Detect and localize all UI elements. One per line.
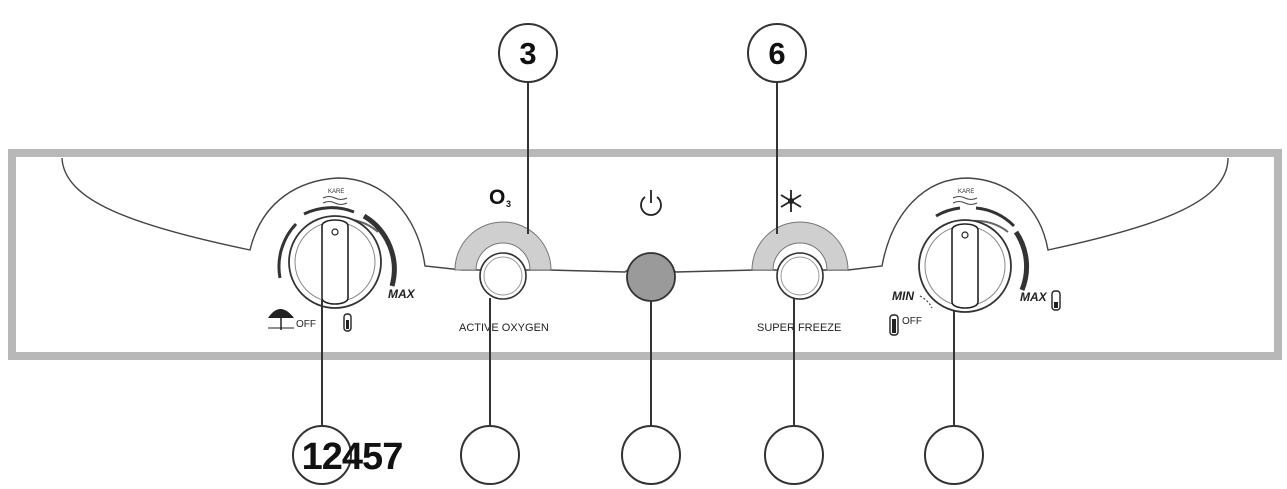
callout-number-12457: 12457 bbox=[302, 436, 403, 478]
right-knob-top-mark: KARE bbox=[958, 189, 974, 195]
power-icon bbox=[640, 190, 662, 216]
left-temperature-knob[interactable] bbox=[277, 206, 397, 309]
callout-circle-2 bbox=[460, 425, 520, 485]
active-oxygen-label: ACTIVE OXYGEN bbox=[459, 322, 549, 334]
min-dotted-mark bbox=[919, 295, 933, 309]
super-freeze-label: SUPER FREEZE bbox=[757, 322, 841, 334]
left-knob-off-label: OFF bbox=[296, 319, 316, 330]
callout-circle-1 bbox=[292, 425, 352, 485]
leader-lines bbox=[321, 82, 955, 428]
callout-circle-6 bbox=[747, 23, 807, 83]
right-knob-off-label: OFF bbox=[902, 316, 922, 327]
oxygen-symbol: O bbox=[489, 186, 505, 209]
right-knob-max-label: MAX bbox=[1020, 290, 1048, 304]
callout-number-6: 6 bbox=[768, 36, 785, 71]
active-oxygen-button[interactable] bbox=[454, 221, 552, 300]
left-knob-max-label: MAX bbox=[388, 287, 416, 301]
power-button[interactable] bbox=[626, 252, 676, 302]
snowflake-icon bbox=[780, 190, 802, 212]
left-knob-waves bbox=[322, 196, 348, 205]
oxygen-subscript: 3 bbox=[506, 199, 511, 209]
right-knob-min-label: MIN bbox=[892, 289, 914, 303]
left-knob-top-mark: KARE bbox=[328, 189, 344, 195]
thermometer-icon bbox=[343, 313, 352, 332]
callout-circle-4 bbox=[621, 425, 681, 485]
callout-circle-7 bbox=[924, 425, 984, 485]
panel-frame bbox=[8, 149, 1282, 360]
thermometer-icon bbox=[889, 314, 899, 336]
callout-circle-3 bbox=[498, 23, 558, 83]
right-knob-waves bbox=[952, 196, 978, 205]
callout-number-3: 3 bbox=[519, 36, 536, 71]
right-temperature-knob[interactable] bbox=[918, 206, 1030, 313]
super-freeze-button[interactable] bbox=[751, 221, 849, 300]
thermometer-icon bbox=[1051, 290, 1061, 311]
callout-circle-5 bbox=[764, 425, 824, 485]
umbrella-icon bbox=[268, 309, 294, 330]
